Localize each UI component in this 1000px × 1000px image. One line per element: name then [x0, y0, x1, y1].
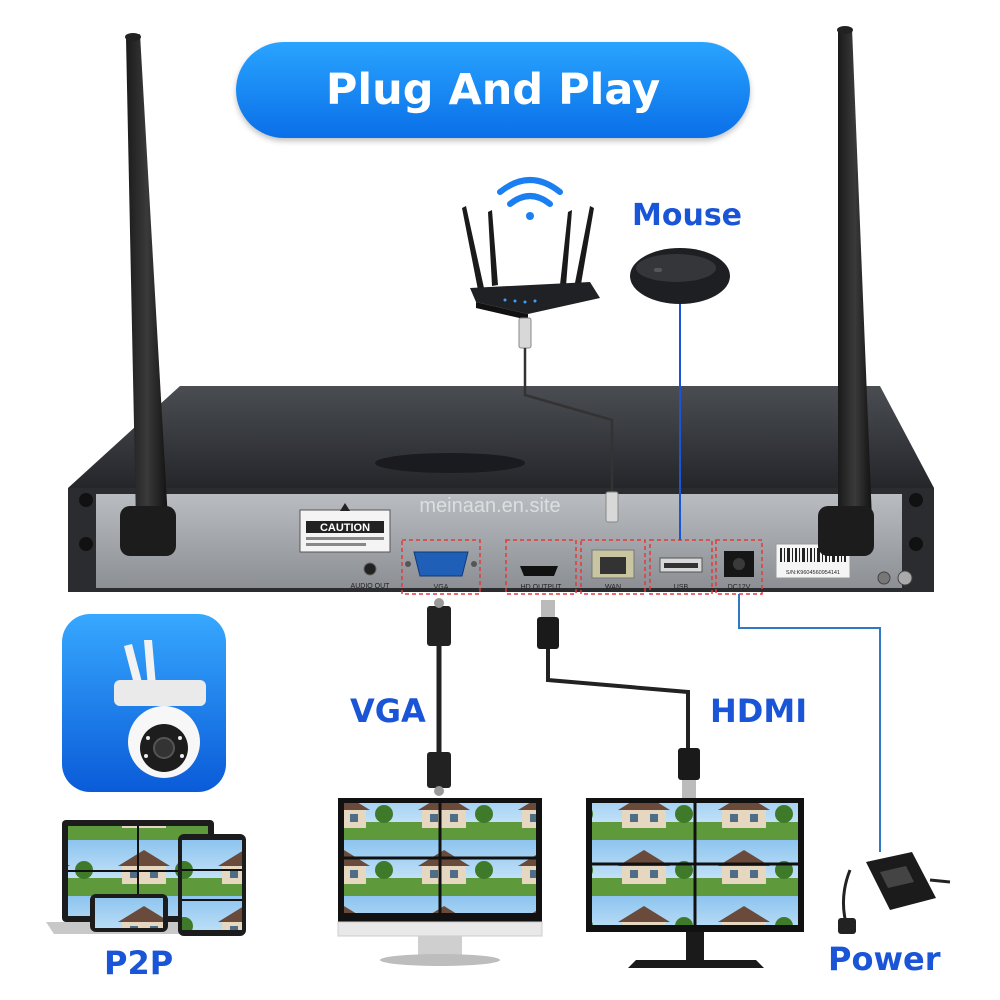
hdmi-port-label: HD OUTPUT	[521, 584, 563, 591]
power-line	[738, 594, 881, 852]
monitor-right	[586, 798, 804, 968]
hdmi-cable	[537, 600, 700, 798]
vga-port-label: VGA	[434, 584, 449, 591]
mouse-device	[630, 248, 730, 304]
antenna-right	[818, 26, 874, 556]
antenna-left	[120, 33, 176, 556]
wan-port-label: WAN	[605, 584, 621, 591]
vga-label: VGA	[350, 692, 426, 730]
tablet-device	[178, 834, 246, 936]
caution-label: CAUTION	[320, 522, 370, 534]
network-cable	[518, 317, 619, 523]
mouse-label: Mouse	[632, 198, 743, 233]
usb-port-label: USB	[674, 584, 689, 591]
dc-port-label: DC12V	[728, 584, 751, 591]
nvr-recorder: CAUTION meinaan.en.site AUDIO OUT VGA HD…	[68, 386, 934, 595]
hdmi-label: HDMI	[710, 692, 808, 730]
power-adapter	[838, 852, 951, 934]
monitor-left	[337, 798, 543, 966]
router-icon	[462, 206, 600, 320]
serial-number: S/N:K9604560954141	[786, 570, 840, 576]
watermark-text: meinaan.en.site	[419, 495, 560, 517]
p2p-label: P2P	[104, 944, 174, 982]
camera-app-icon	[62, 614, 226, 792]
audio-out-label: AUDIO OUT	[351, 583, 391, 590]
wifi-icon	[497, 177, 563, 220]
power-label: Power	[828, 940, 941, 978]
vga-cable	[427, 598, 451, 796]
phone-device	[90, 894, 168, 932]
page-title: Plug And Play	[236, 42, 750, 138]
